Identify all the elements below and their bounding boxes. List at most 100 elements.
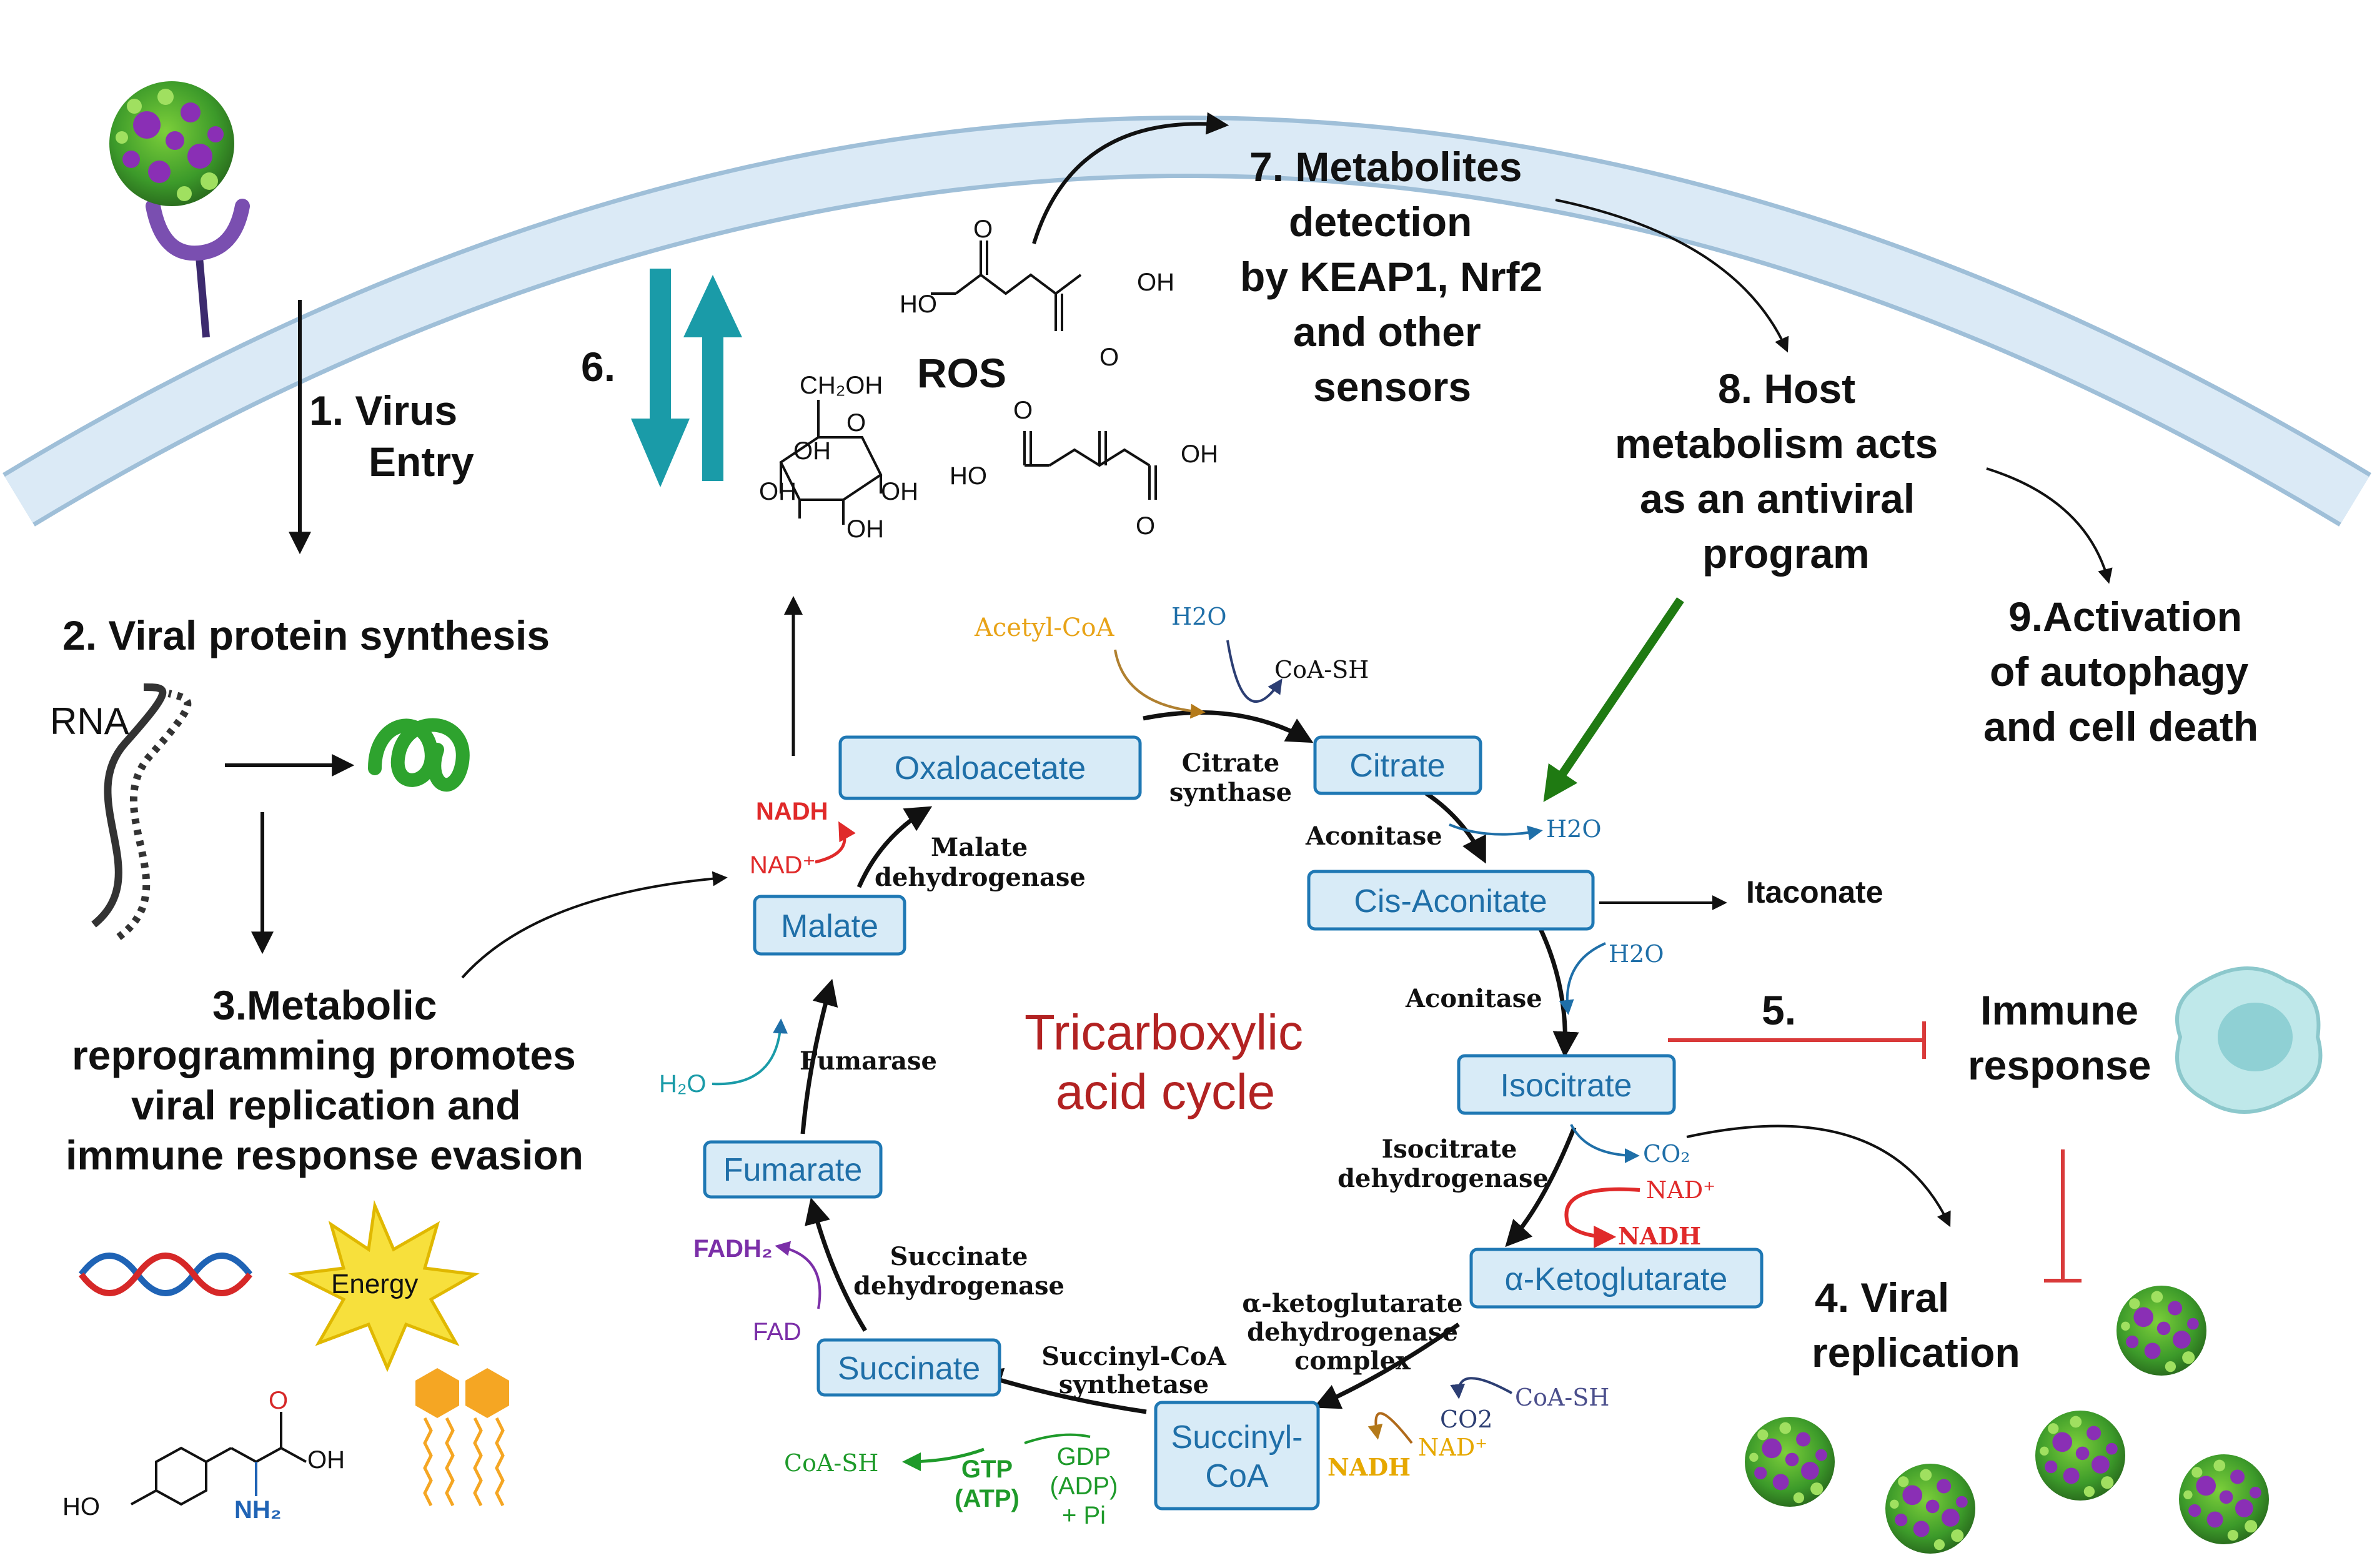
svg-text:α-Ketoglutarate: α-Ketoglutarate — [1505, 1261, 1728, 1298]
tyrosine-o: O — [269, 1387, 288, 1414]
h2o-fumarase: H₂O — [659, 1070, 707, 1098]
step-9-line-2: of autophagy — [1990, 648, 2249, 695]
metabolite-fumarate: Fumarate — [703, 1140, 883, 1199]
nad-idh: NAD⁺ — [1646, 1176, 1715, 1204]
reprogramming-to-cycle-arrow — [461, 871, 728, 979]
glucose-oh-2: OH — [759, 478, 796, 505]
step-9-line-3: and cell death — [1983, 703, 2258, 750]
gtp-label-2: (ATP) — [955, 1485, 1020, 1512]
svg-text:CoA: CoA — [1205, 1458, 1268, 1494]
step-8-line-4: program — [1702, 530, 1870, 577]
h2o-coash-arrow — [1226, 640, 1283, 703]
immune-line-1: Immune — [1980, 987, 2138, 1033]
itaconate-oh: OH — [1181, 440, 1218, 468]
cycle-title-line-1: Tricarboxylic — [1025, 1005, 1303, 1060]
nadh-mdh-arrow — [815, 821, 856, 864]
tyrosine-nh2: NH₂ — [234, 1496, 282, 1524]
amino-acid-structure — [131, 1412, 307, 1506]
itaconate-structure — [1023, 431, 1157, 500]
virion-icon-4 — [2035, 1411, 2125, 1501]
energy-label: Energy — [331, 1269, 418, 1299]
gtp-label-1: GTP — [961, 1456, 1013, 1483]
energy-icon: Energy — [288, 1199, 480, 1372]
glucose-oh-3: OH — [881, 478, 918, 505]
step-7-line-1: 7. Metabolites — [1249, 144, 1522, 190]
step-6-label: 6. — [581, 344, 615, 390]
metabolite-succinyl-coa: Succinyl- CoA — [1154, 1401, 1320, 1511]
itaconate-label: Itaconate — [1746, 875, 1883, 910]
svg-text:Citrate: Citrate — [1349, 748, 1445, 784]
step-9-line-1: 9.Activation — [2008, 593, 2242, 640]
coash-akgdh-arrow — [1450, 1377, 1512, 1399]
lipid-icon — [415, 1368, 509, 1507]
dna-icon — [79, 1253, 252, 1296]
fad-label: FAD — [753, 1318, 801, 1346]
coash-scs: CoA-SH — [784, 1449, 878, 1477]
protein-icon — [368, 718, 470, 792]
bidirectional-flux-icon — [631, 269, 742, 487]
enzyme-mdh-2: dehydrogenase — [875, 863, 1086, 892]
co2-akgdh: CO2 — [1440, 1406, 1492, 1433]
tyrosine-oh: OH — [307, 1446, 345, 1474]
metabolite-succinate: Succinate — [816, 1338, 1001, 1397]
host-antiviral-arrow — [1543, 597, 1684, 802]
fadh2-label: FADH₂ — [693, 1235, 773, 1263]
sensors-to-host-arrow — [1555, 199, 1789, 353]
nadh-idh: NADH — [1618, 1222, 1701, 1250]
itaconate-ho: HO — [950, 462, 987, 490]
step-7-line-5: sensors — [1313, 364, 1471, 410]
virion-icon-5 — [2179, 1454, 2269, 1544]
cycle-to-replication-arrow — [1686, 1124, 1951, 1228]
coash-citrate-synthase: CoA-SH — [1274, 656, 1369, 683]
succinate-ho: HO — [900, 290, 937, 318]
immune-cell-icon — [2175, 966, 2323, 1114]
enzyme-citrate-synthase-2: synthase — [1169, 778, 1292, 807]
step-1-line-2: Entry — [369, 439, 474, 485]
glucose-o: O — [846, 409, 866, 437]
step-1-line-1: 1. Virus — [309, 387, 457, 434]
enzyme-citrate-synthase-1: Citrate — [1182, 748, 1279, 778]
enzyme-aconitase-1: Aconitase — [1305, 821, 1442, 851]
nadh-akgdh-arrow — [1367, 1412, 1413, 1444]
enzyme-idh-1: Isocitrate — [1382, 1134, 1517, 1164]
glucose-oh-1: OH — [793, 437, 831, 465]
step-7-line-3: by KEAP1, Nrf2 — [1240, 254, 1542, 300]
gdp-label-3: + Pi — [1062, 1502, 1106, 1529]
enzyme-sdh-1: Succinate — [890, 1242, 1028, 1271]
succinate-structure — [931, 241, 1082, 331]
metabolite-malate: Malate — [753, 895, 906, 956]
acetyl-coa-label: Acetyl-CoA — [974, 613, 1115, 642]
step-2-label: 2. Viral protein synthesis — [62, 612, 550, 658]
metabolite-cis-aconitate: Cis-Aconitate — [1307, 870, 1595, 931]
metabolite-oxaloacetate: Oxaloacetate — [838, 735, 1142, 800]
svg-text:Oxaloacetate: Oxaloacetate — [895, 750, 1086, 786]
step-7-line-4: and other — [1293, 309, 1481, 355]
enzyme-fumarase: Fumarase — [800, 1046, 937, 1076]
svg-text:Succinyl-: Succinyl- — [1171, 1419, 1303, 1456]
enzyme-aconitase-2: Aconitase — [1405, 984, 1542, 1013]
virus-receptor-icon — [146, 199, 250, 338]
co2-idh: CO₂ — [1643, 1140, 1690, 1168]
nadh-akgdh: NADH — [1327, 1453, 1411, 1481]
metabolite-a-ketoglutarate: α-Ketoglutarate — [1469, 1248, 1764, 1309]
svg-text:Fumarate: Fumarate — [723, 1152, 863, 1188]
rna-label: RNA — [50, 700, 129, 742]
host-to-autophagy-arrow — [1986, 467, 2113, 584]
succinate-oh: OH — [1137, 269, 1174, 296]
itaconate-o-top: O — [1013, 397, 1033, 424]
enzyme-scs-1: Succinyl-CoA — [1041, 1342, 1227, 1371]
nad-akgdh: NAD⁺ — [1418, 1434, 1487, 1461]
h2o-citrate-synthase: H2O — [1171, 603, 1226, 630]
nadh-mdh: NADH — [756, 798, 828, 825]
enzyme-akgdh-1: α-ketoglutarate — [1242, 1289, 1462, 1318]
metabolites-to-sensors-arrow — [1032, 112, 1229, 244]
h2o-fumarase-arrow — [712, 1018, 788, 1086]
succinate-o-bottom: O — [1099, 344, 1119, 371]
virion-icon-2 — [1745, 1417, 1835, 1507]
step-8-line-1: 8. Host — [1718, 365, 1855, 412]
cell-membrane — [2, 116, 2371, 527]
step-4-line-1: 4. Viral — [1815, 1274, 1949, 1321]
metabolite-isocitrate: Isocitrate — [1457, 1054, 1676, 1115]
h2o-aconitase-2-arrow — [1559, 942, 1606, 1015]
